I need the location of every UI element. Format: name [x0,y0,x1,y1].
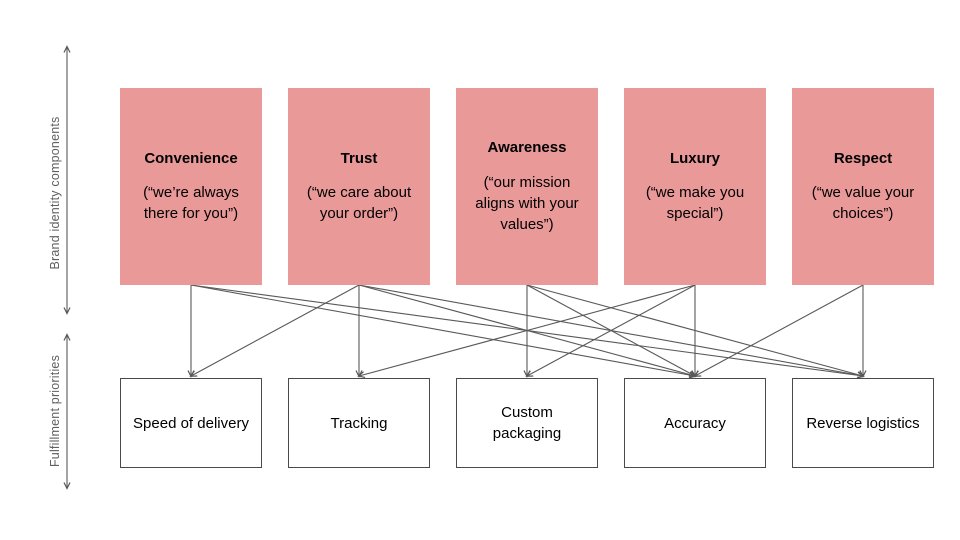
brand-box-title: Awareness [487,139,567,157]
priority-box-custom-packaging: Custom packaging [456,378,598,468]
brand-box-trust: Trust (“we care about your order”) [288,88,430,285]
priority-box-reverse-logistics: Reverse logistics [792,378,934,468]
priority-box-speed-of-delivery: Speed of delivery [120,378,262,468]
brand-box-quote: (“we value your choices”) [811,184,915,223]
brand-box-convenience: Convenience (“we’re always there for you… [120,88,262,285]
priority-box-accuracy: Accuracy [624,378,766,468]
brand-box-title: Convenience [144,149,238,167]
brand-box-title: Trust [340,149,378,167]
brand-box-quote: (“we make you special”) [645,184,745,223]
axis-label-fulfillment-priorities: Fulfillment priorities [48,354,62,468]
priority-box-label: Speed of delivery [133,414,249,432]
priority-box-label: Accuracy [664,414,726,432]
brand-box-quote: (“we care about your order”) [306,184,412,223]
brand-box-awareness: Awareness (“our mission aligns with your… [456,88,598,285]
brand-box-respect: Respect (“we value your choices”) [792,88,934,285]
brand-box-quote: (“our mission aligns with your values”) [475,173,579,233]
brand-box-quote: (“we’re always there for you”) [143,184,239,223]
brand-box-title: Respect [833,149,893,167]
priority-box-label: Tracking [330,414,388,432]
priority-box-label: Reverse logistics [806,414,920,432]
priority-box-tracking: Tracking [288,378,430,468]
brand-box-luxury: Luxury (“we make you special”) [624,88,766,285]
axis-label-brand-identity-components: Brand identity components [48,116,62,270]
priority-box-label: Custom packaging [492,404,562,442]
brand-box-title: Luxury [669,149,720,167]
